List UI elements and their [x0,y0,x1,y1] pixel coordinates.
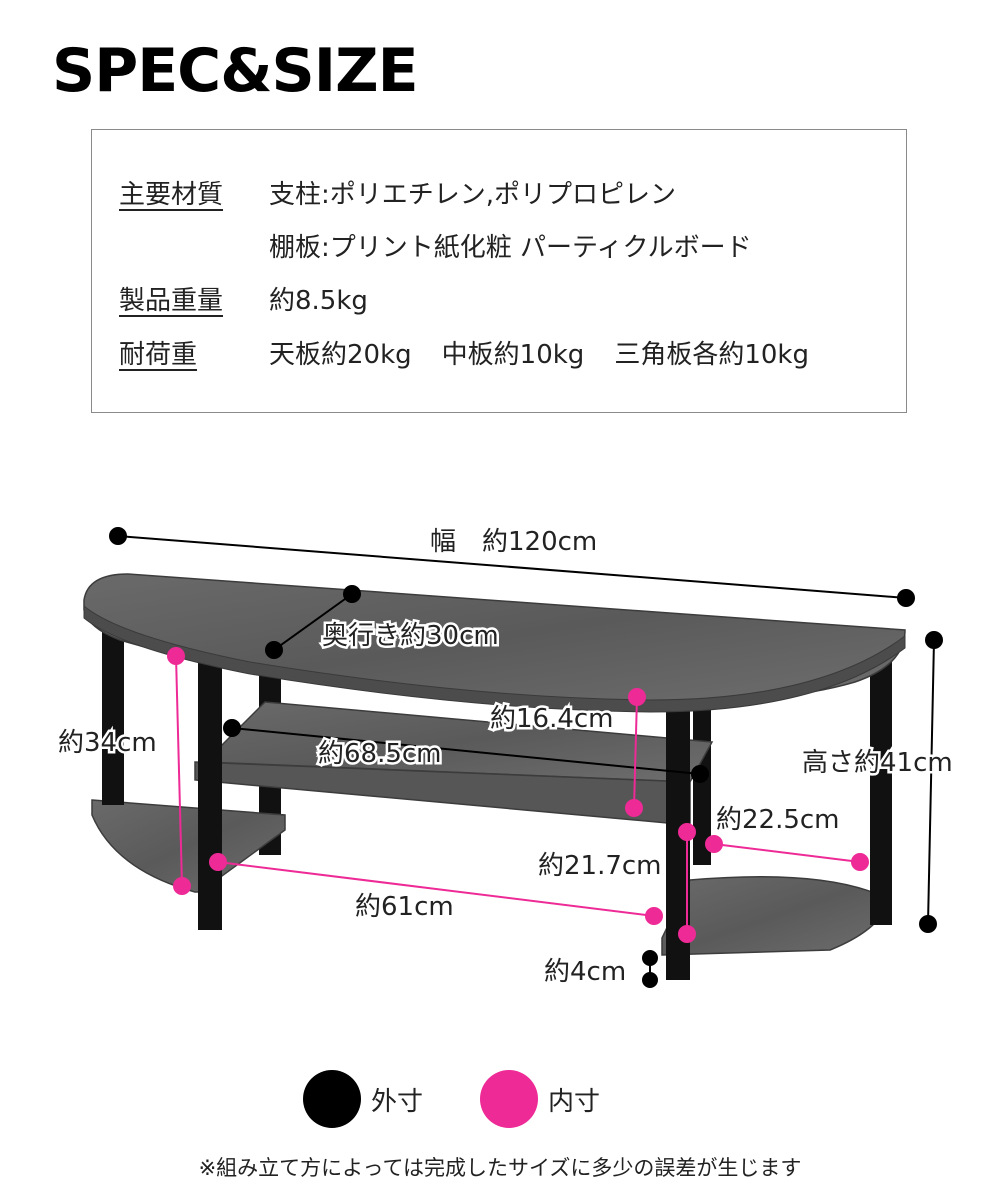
legend-inner-dot [480,1070,538,1128]
legend-inner: 内寸 [480,1070,600,1128]
legend-inner-label: 内寸 [548,1086,601,1117]
spec-label-material: 主要材質 [119,180,224,210]
inner-dimension-lines [167,647,869,943]
spec-label-weight: 製品重量 [119,286,224,316]
middle-shelf-width-label: 約68.5cm [318,739,442,769]
legend-outer-label: 外寸 [371,1086,424,1117]
spec-value-load-top: 天板約20kg [269,340,412,370]
left-inner-height-label: 約34cm [58,728,157,758]
legend-outer: 外寸 [303,1070,423,1128]
right-corner-shelf [661,875,891,956]
spec-table: 主要材質 支柱:ポリエチレン,ポリプロピレン 棚板:プリント紙化粧 パーティクルボ… [91,129,907,413]
page-title: SPEC&SIZE [52,36,419,106]
top-board-edge [83,604,906,713]
dimension-labels: 幅 約120cm 奥行き約30cm 高さ約41cm 約34cm 約68.5cm … [56,527,956,990]
spec-row-material-2: 棚板:プリント紙化粧 パーティクルボード [269,227,752,264]
right-side-width-label: 約22.5cm [716,805,840,835]
outer-dimension-lines [109,527,943,988]
bottom-inner-width-label: 約61cm [355,892,454,922]
legend-outer-dot [303,1070,361,1128]
legend: 外寸 内寸 [0,1070,1000,1130]
middle-gap-label: 約16.4cm [490,704,614,734]
spec-value-material-1: 支柱:ポリエチレン,ポリプロピレン [269,180,677,210]
left-front-leg [102,625,124,805]
product-diagram: 幅 約120cm 奥行き約30cm 高さ約41cm 約34cm 約68.5cm … [56,527,956,990]
depth-label: 奥行き約30cm [322,621,499,651]
spec-value-load-side: 三角板各約10kg [614,340,809,370]
spec-row-material: 主要材質 支柱:ポリエチレン,ポリプロピレン [119,174,676,211]
width-label: 幅 約120cm [430,527,597,557]
left-corner-shelf [91,799,286,893]
spec-label-load: 耐荷重 [119,340,198,370]
spec-row-load: 耐荷重 天板約20kg 中板約10kg 三角板各約10kg [119,334,809,371]
spec-value-material-2: 棚板:プリント紙化粧 パーティクルボード [269,233,752,263]
height-label: 高さ約41cm [802,748,953,778]
assembly-note: ※組み立て方によっては完成したサイズに多少の誤差が生じます [198,1156,802,1180]
right-inner-height-label: 約21.7cm [538,851,662,881]
spec-value-load-middle: 中板約10kg [441,340,585,370]
spec-value-weight: 約8.5kg [269,286,368,316]
leg-height-label: 約4cm [544,957,626,987]
spec-row-weight: 製品重量 約8.5kg [119,280,368,317]
